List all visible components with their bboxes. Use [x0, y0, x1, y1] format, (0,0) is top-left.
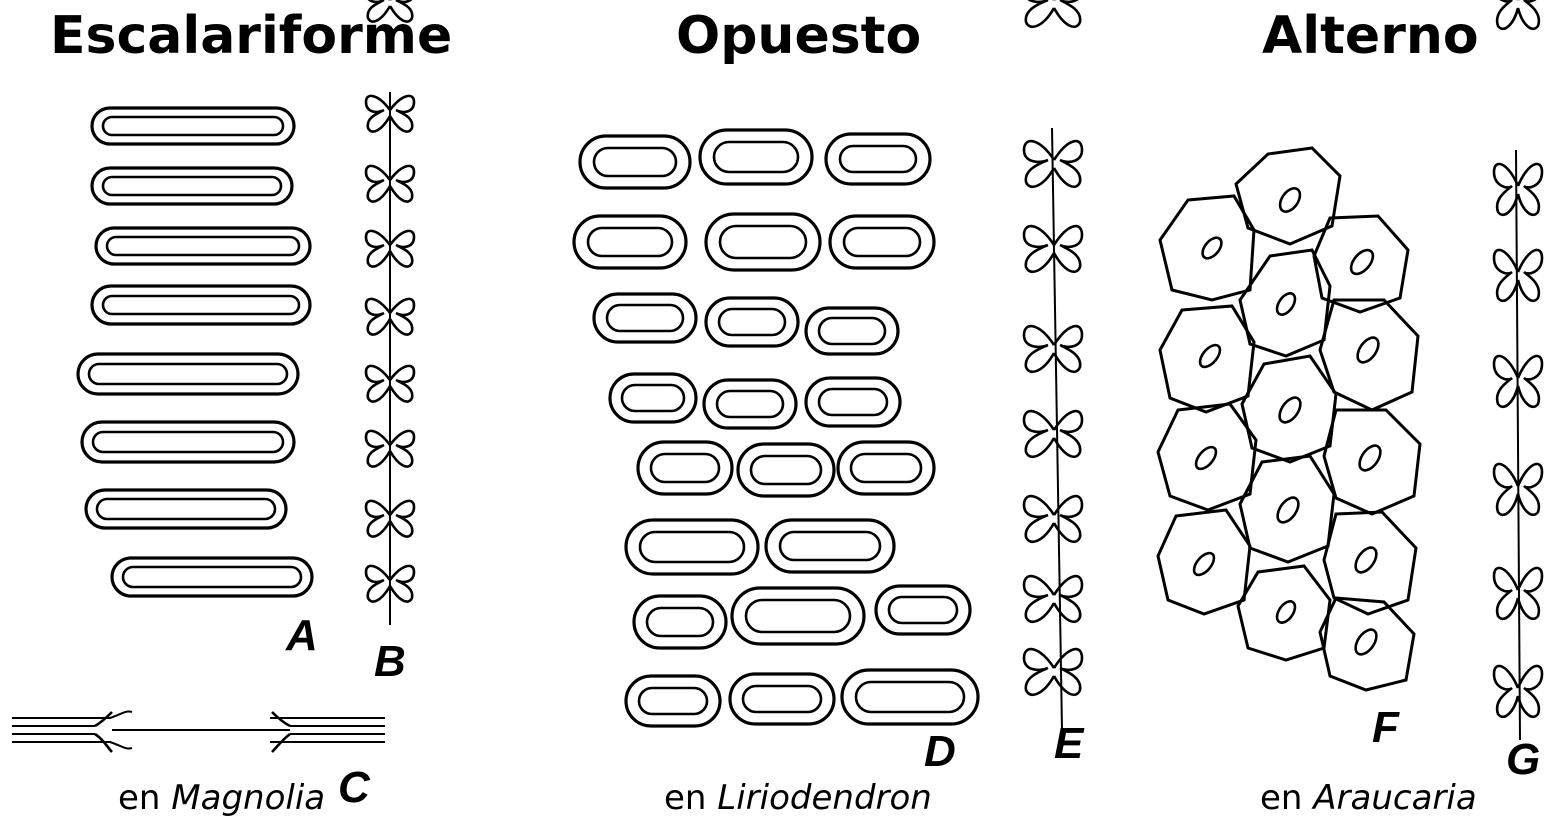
- pit-a8: [110, 556, 314, 598]
- panel-a-scalariform-pits: [76, 106, 314, 598]
- genus-araucaria: Araucaria: [1313, 778, 1477, 818]
- caption-liriodendron: en Liriodendron: [664, 778, 932, 818]
- label-a: A: [285, 611, 318, 660]
- label-f: F: [1372, 703, 1400, 752]
- pit-a2: [90, 166, 294, 206]
- pit-d-r8: [624, 668, 980, 728]
- hex-pit-f2: [1158, 194, 1256, 302]
- pit-a7: [84, 488, 288, 530]
- title-escalariforme: Escalariforme: [50, 6, 453, 66]
- pit-d-r6: [624, 518, 896, 576]
- title-opuesto: Opuesto: [676, 6, 922, 66]
- hex-pit-f11: [1156, 508, 1252, 616]
- pit-d-r4: [608, 372, 902, 430]
- pit-d-r2: [572, 212, 936, 272]
- bordered-pit-pair-b: [366, 0, 414, 23]
- panel-b-section-pits: [364, 0, 416, 625]
- pit-d-r3: [592, 292, 900, 356]
- label-d: D: [924, 727, 956, 776]
- pit-d-r1: [578, 128, 932, 190]
- caption-magnolia: en Magnolia: [118, 778, 326, 818]
- hex-pit-f8: [1156, 402, 1258, 512]
- caption-araucaria: en Araucaria: [1260, 778, 1477, 818]
- hex-pit-f13: [1236, 564, 1332, 662]
- hex-pit-f7: [1240, 354, 1338, 464]
- label-e: E: [1054, 719, 1085, 768]
- panel-d-opposite-pits: [572, 128, 980, 728]
- genus-magnolia: Magnolia: [171, 778, 326, 818]
- hex-pit-f9: [1322, 408, 1422, 516]
- label-b: B: [374, 637, 406, 686]
- hex-pit-f3: [1312, 214, 1410, 314]
- pit-d-r7: [632, 584, 972, 650]
- pit-a3: [94, 226, 312, 266]
- label-g: G: [1506, 735, 1540, 784]
- title-alterno: Alterno: [1262, 6, 1479, 66]
- hex-pit-f6: [1318, 298, 1420, 412]
- hex-pit-f5: [1158, 304, 1256, 414]
- pit-a5: [76, 352, 300, 396]
- hex-pit-f1: [1234, 146, 1342, 246]
- genus-liriodendron: Liriodendron: [717, 778, 932, 818]
- label-c: C: [338, 763, 371, 812]
- pit-a6: [80, 420, 296, 464]
- pit-a4: [90, 284, 312, 326]
- pit-d-r5: [636, 440, 936, 498]
- hex-pit-f14: [1318, 596, 1416, 692]
- hex-pit-f10: [1238, 454, 1336, 564]
- panel-c-pit-pair-section: [12, 710, 385, 753]
- bordered-pit-pair-g: [1495, 0, 1541, 31]
- panel-e-section-pits: [1022, 0, 1084, 731]
- hex-pit-f4: [1238, 248, 1332, 358]
- panel-g-section-pits: [1492, 0, 1544, 741]
- panel-f-alternate-pits: [1156, 146, 1422, 692]
- bordered-pit-pair-e: [1024, 0, 1082, 29]
- pit-a1: [90, 106, 296, 146]
